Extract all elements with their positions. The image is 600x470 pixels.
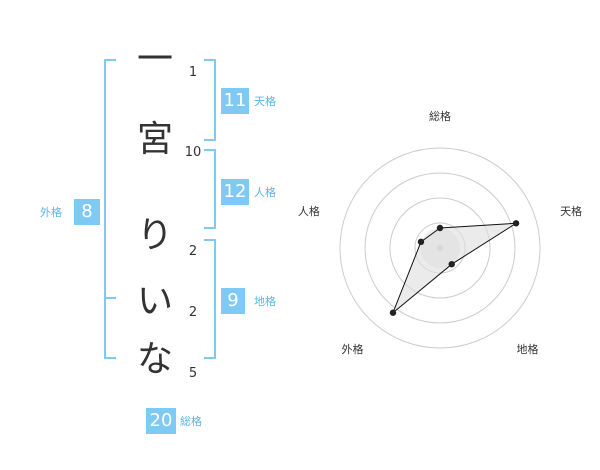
radar-axis-label-3: 地格 — [517, 342, 539, 356]
name-char-2: 宮 — [136, 119, 173, 160]
jinkaku-label: 人格 — [254, 186, 276, 199]
tenkaku-label: 天格 — [254, 95, 276, 108]
name-char-5: な — [136, 339, 173, 380]
gaikaku-label: 外格 — [40, 206, 62, 219]
radar-point-3 — [448, 260, 455, 268]
radar-ring — [389, 197, 491, 299]
stroke-count-4: 2 — [188, 305, 198, 320]
chikaku-value: 9 — [221, 288, 245, 314]
radar-axis-label-1: 総格 — [429, 109, 451, 123]
radar-point-5 — [417, 238, 425, 246]
radar-axis-label-4: 外格 — [341, 342, 363, 356]
jinkaku-value: 12 — [221, 179, 249, 205]
radar-point-1 — [436, 224, 444, 232]
stroke-count-3: 2 — [188, 244, 198, 259]
stroke-count-1: 1 — [188, 65, 198, 80]
chikaku-label: 地格 — [254, 295, 276, 308]
radar-ring — [364, 172, 516, 324]
name-char-4: い — [136, 281, 173, 322]
radar-point-4 — [389, 309, 397, 316]
radar-axis-label-5: 人格 — [298, 204, 320, 218]
soukaku-value: 20 — [146, 408, 176, 434]
tenkaku-value: 11 — [221, 88, 249, 114]
radar-ring — [339, 147, 541, 349]
radar-axis-label-2: 天格 — [560, 204, 582, 218]
stroke-count-2: 10 — [184, 145, 202, 160]
soukaku-label: 総格 — [180, 415, 202, 428]
gaikaku-value: 8 — [74, 199, 100, 225]
radar-series-polygon — [392, 222, 517, 314]
name-char-3: り — [136, 215, 173, 256]
radar-point-2 — [512, 220, 520, 227]
name-char-1: 一 — [136, 39, 173, 80]
stroke-count-5: 5 — [188, 366, 198, 381]
